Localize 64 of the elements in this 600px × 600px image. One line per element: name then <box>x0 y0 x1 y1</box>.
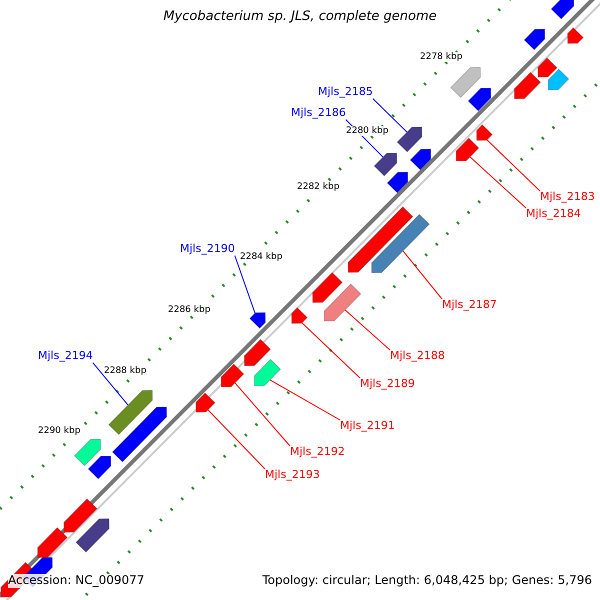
gene-block <box>524 28 546 50</box>
gene-block <box>468 88 492 112</box>
leader-line <box>486 139 540 192</box>
leader-line <box>234 382 290 446</box>
gene-block <box>348 206 414 273</box>
gene-block <box>371 214 430 274</box>
gene-block <box>74 438 101 466</box>
gene-block <box>324 284 362 322</box>
tick-label: 2286 kbp <box>168 305 210 316</box>
tick-label: 2288 kbp <box>104 366 146 376</box>
gene-block <box>64 498 98 533</box>
gene-block <box>374 152 398 176</box>
title: Mycobacterium sp. JLS, complete genome <box>162 10 438 25</box>
gene-block <box>88 456 112 480</box>
leader-line <box>208 409 266 470</box>
gene-label: Mjls_2191 <box>340 420 395 433</box>
gene-label: Mjls_2188 <box>390 350 445 363</box>
gene-label: Mjls_2186 <box>291 107 346 120</box>
leader-line <box>470 156 526 208</box>
leader-line <box>234 255 256 314</box>
gene-block <box>112 406 167 462</box>
gene-label: Mjls_2183 <box>540 191 595 204</box>
leader-line <box>270 379 340 420</box>
gene-block <box>567 27 584 44</box>
gene-label: Mjls_2185 <box>318 86 373 99</box>
leader-line <box>302 322 360 378</box>
gene-block <box>220 364 244 388</box>
gene-block <box>456 138 480 162</box>
footer-text: Accession: NC_009077 <box>8 574 144 588</box>
gene-block <box>548 68 570 90</box>
leader-line <box>402 250 442 300</box>
gene-block <box>291 307 308 324</box>
tick-label: 2284 kbp <box>240 252 282 262</box>
tick-label: 2282 kbp <box>297 182 340 192</box>
gene-label: Mjls_2192 <box>290 446 345 459</box>
gene-label: Mjls_2189 <box>360 378 415 391</box>
gene-block <box>249 312 266 329</box>
gene-label: Mjls_2194 <box>38 350 93 363</box>
gene-block <box>312 272 343 303</box>
gene-block <box>514 72 541 100</box>
gene-label: Mjls_2190 <box>180 243 235 256</box>
gene-block <box>244 338 271 366</box>
tick-label: 2290 kbp <box>38 426 80 436</box>
gene-block <box>450 67 481 98</box>
gene-block <box>538 57 558 78</box>
gene-block <box>410 148 432 170</box>
gene-label: Mjls_2193 <box>265 469 320 482</box>
gene-block <box>196 392 216 412</box>
tick-label: 2278 kbp <box>420 52 462 62</box>
leader-line <box>92 362 128 406</box>
tick-label: 2280 kbp <box>346 126 388 136</box>
gene-block <box>108 390 153 436</box>
gene-block <box>476 124 493 141</box>
gene-block <box>396 126 422 152</box>
leader-line <box>372 98 408 133</box>
gene-block <box>76 518 110 553</box>
gene-block <box>37 527 68 558</box>
gene-block <box>550 0 574 20</box>
footer-text: Topology: circular; Length: 6,048,425 bp; Genes: 5,796 <box>262 574 592 588</box>
gene-block <box>386 172 408 194</box>
gene-block <box>254 358 281 386</box>
gene-label: Mjls_2184 <box>526 208 581 221</box>
leader-line <box>344 309 390 350</box>
gene-label: Mjls_2187 <box>442 299 497 312</box>
